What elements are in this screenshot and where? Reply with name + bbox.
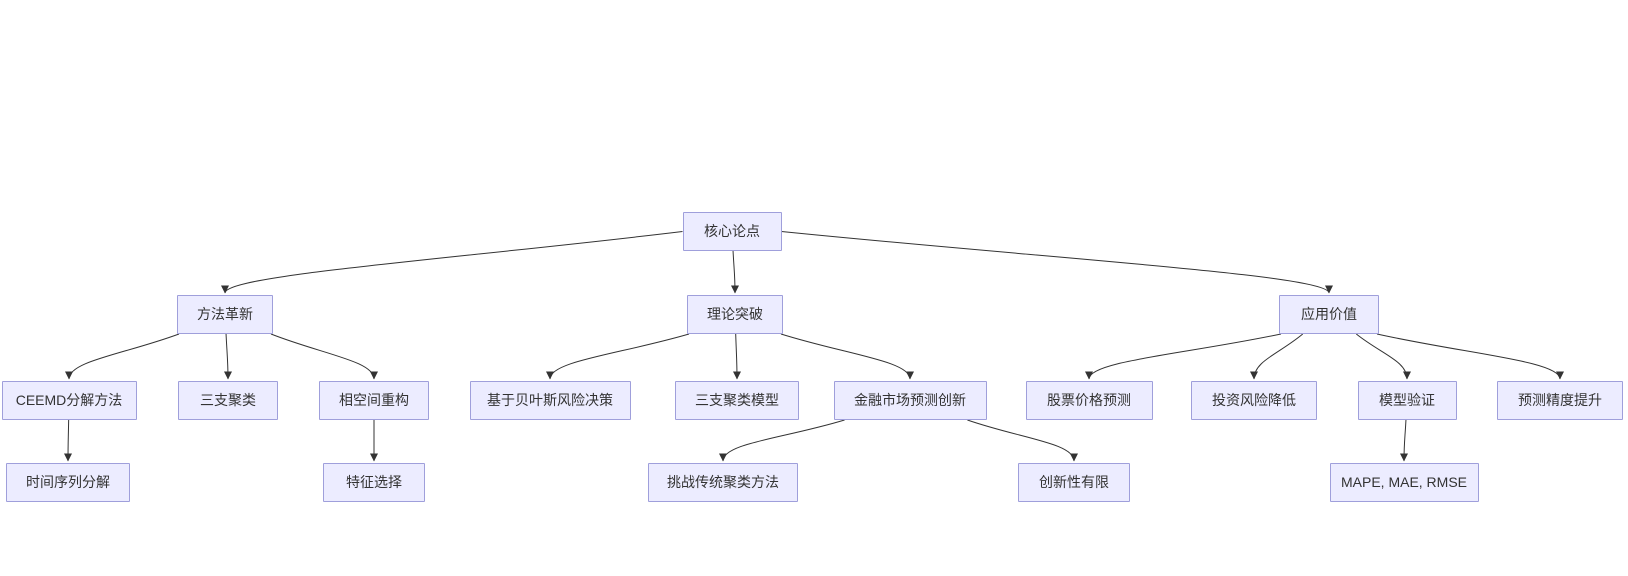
node-threemodel: 三支聚类模型	[675, 381, 799, 420]
edge-ceemd-timeseries	[64, 419, 73, 462]
edges-group	[64, 231, 1564, 462]
node-model: 模型验证	[1357, 381, 1457, 420]
node-theory: 理论突破	[687, 295, 783, 334]
edge-method-ceemd	[65, 333, 180, 380]
edge-application-accuracy	[1376, 333, 1564, 380]
edge-finance-challenge	[719, 419, 845, 462]
node-accuracy: 预测精度提升	[1497, 381, 1623, 420]
edge-core-application	[781, 231, 1333, 294]
node-invest: 投资风险降低	[1191, 381, 1317, 420]
node-stock: 股票价格预测	[1025, 381, 1153, 420]
edge-finance-limited	[967, 419, 1078, 462]
edge-theory-bayes	[546, 333, 690, 380]
node-mape: MAPE, MAE, RMSE	[1329, 463, 1479, 502]
node-ceemd: CEEMD分解方法	[1, 381, 137, 420]
edge-application-invest	[1250, 333, 1304, 380]
node-phase: 相空间重构	[319, 381, 429, 420]
node-finance: 金融市场预测创新	[833, 381, 987, 420]
node-timeseries: 时间序列分解	[6, 463, 130, 502]
edge-application-stock	[1085, 333, 1282, 380]
edge-core-theory	[730, 250, 739, 294]
node-application: 应用价值	[1279, 295, 1379, 334]
node-feature: 特征选择	[323, 463, 425, 502]
edge-theory-threemodel	[732, 333, 741, 380]
edge-application-model	[1355, 333, 1411, 380]
edge-model-mape	[1400, 419, 1409, 462]
edge-method-threeway	[223, 333, 232, 380]
edge-core-method	[221, 231, 683, 294]
node-method: 方法革新	[177, 295, 273, 334]
node-threeway: 三支聚类	[178, 381, 278, 420]
node-limited: 创新性有限	[1018, 463, 1130, 502]
node-challenge: 挑战传统聚类方法	[648, 463, 798, 502]
edge-theory-finance	[780, 333, 914, 380]
edge-method-phase	[270, 333, 378, 380]
node-bayes: 基于贝叶斯风险决策	[469, 381, 631, 420]
node-core: 核心论点	[682, 212, 782, 251]
